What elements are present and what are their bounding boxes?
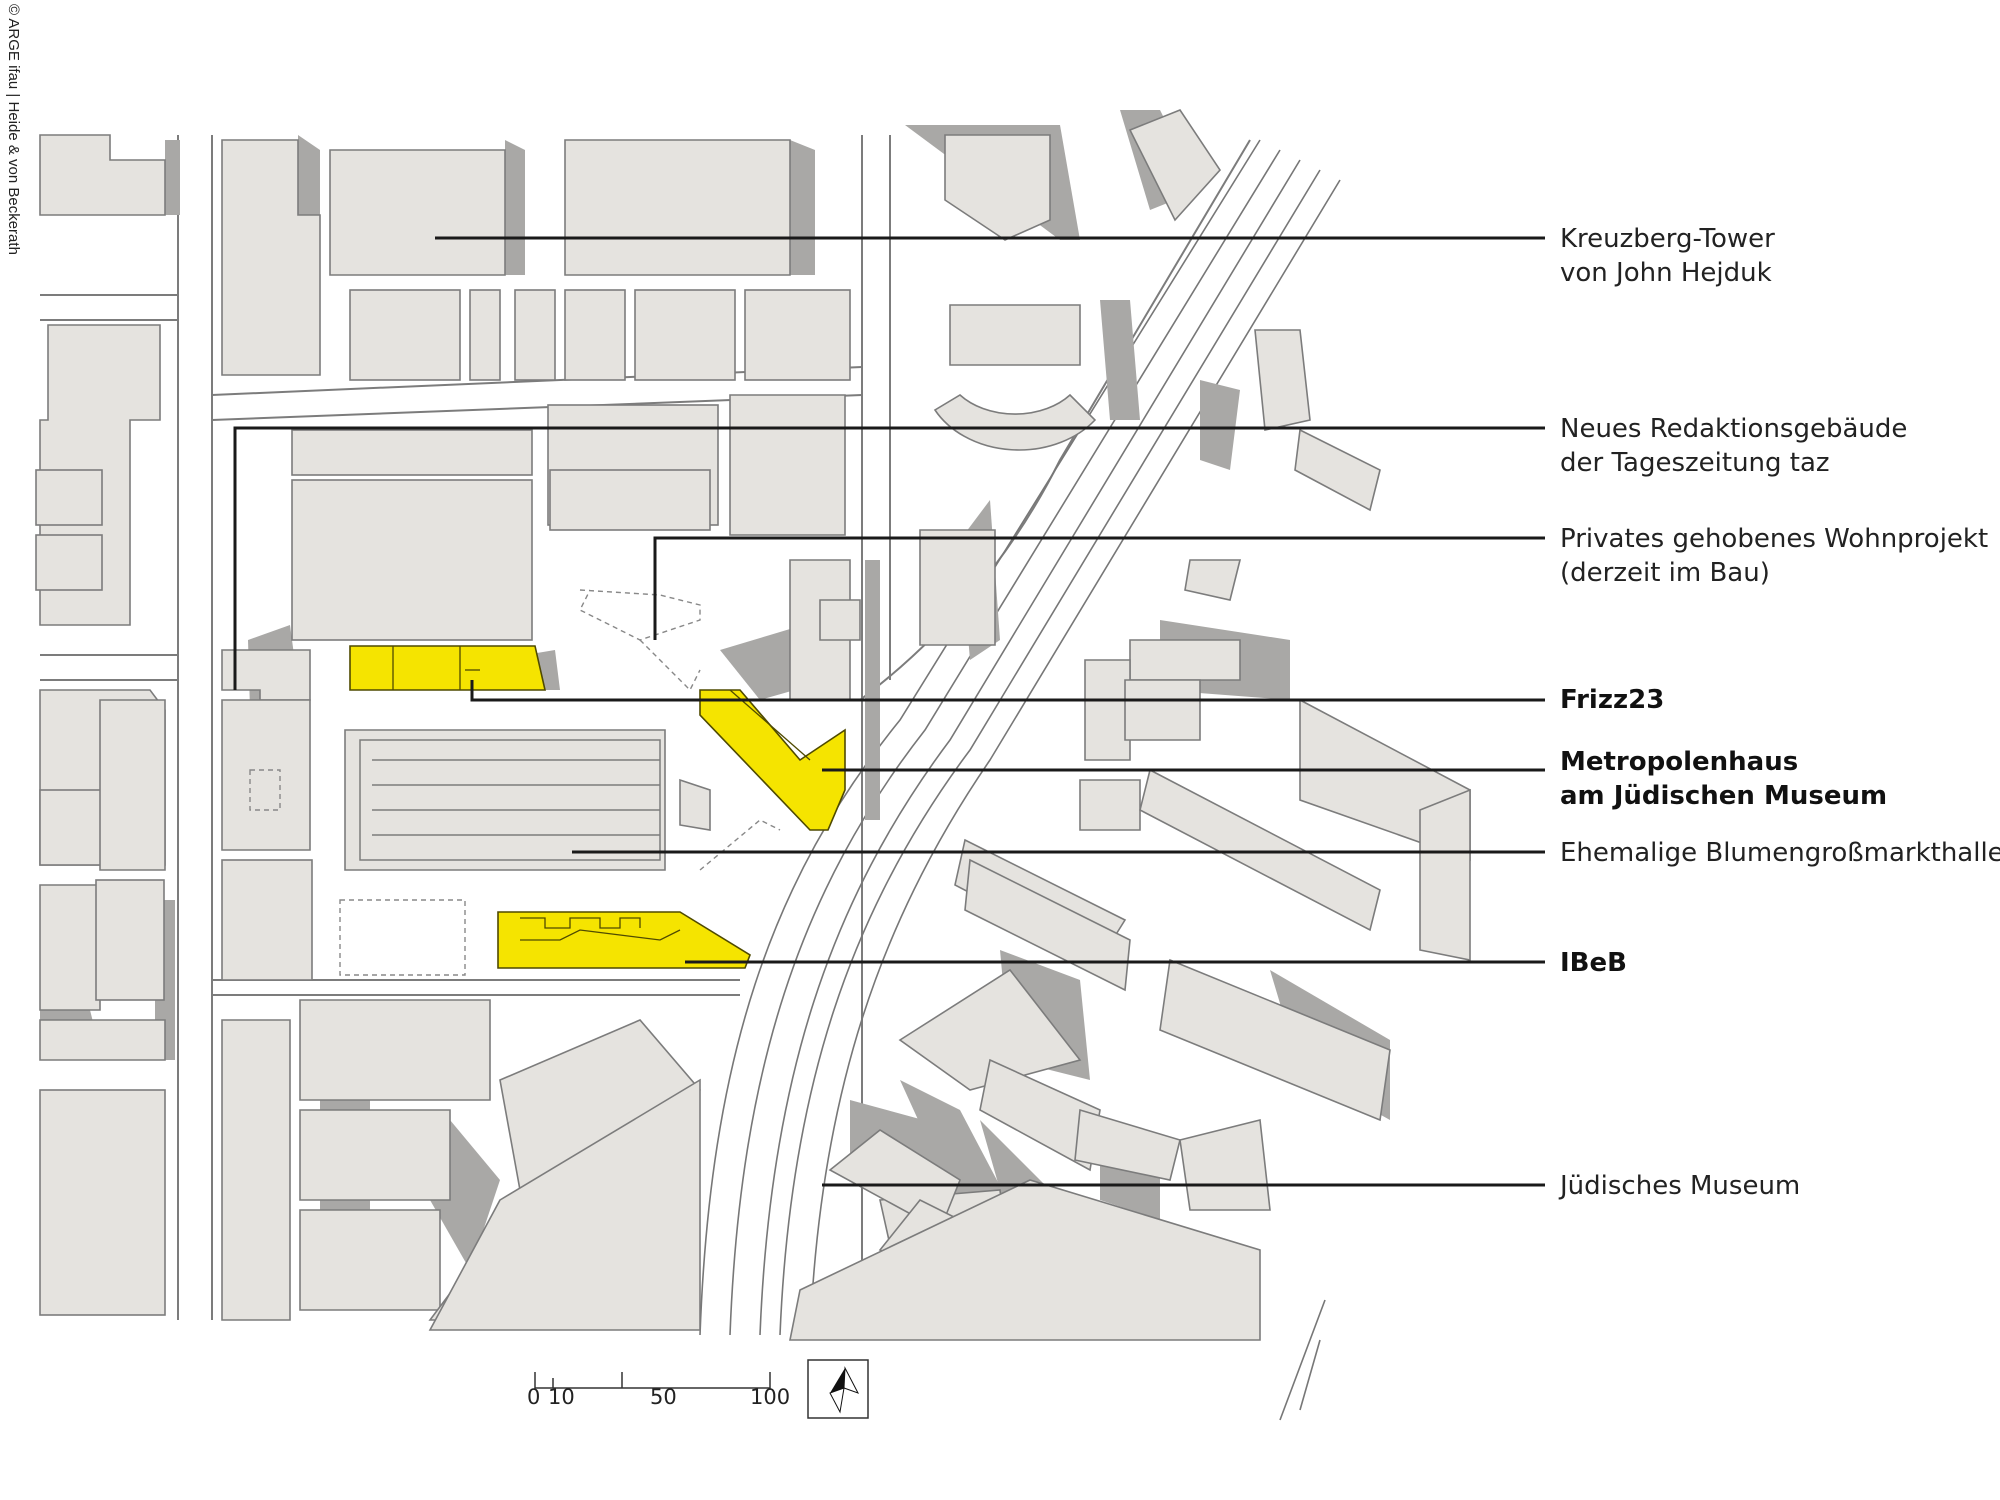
label-line-2: am Jüdischen Museum <box>1560 781 1888 811</box>
label-line-1: Kreuzberg-Tower <box>1560 224 1775 254</box>
scale-tick-50: 50 <box>650 1385 677 1409</box>
scale-tick-10: 10 <box>548 1385 575 1409</box>
north-arrow-icon <box>807 1359 869 1419</box>
label-metropolenhaus: Metropolenhaus am Jüdischen Museum <box>1560 745 1887 813</box>
label-line-1: Frizz23 <box>1560 685 1665 715</box>
label-line-1: Neues Redaktionsgebäude <box>1560 414 1908 444</box>
label-private-housing: Privates gehobenes Wohnprojekt (derzeit … <box>1560 522 1988 590</box>
label-frizz23: Frizz23 <box>1560 683 1664 717</box>
scale-tick-0: 0 <box>527 1385 541 1409</box>
leader-lines <box>233 236 1545 1187</box>
scale-tick-100: 100 <box>750 1385 791 1409</box>
railway <box>699 139 1341 1421</box>
dashed-outlines <box>249 589 781 976</box>
label-line-1: Ehemalige Blumengroßmarkthalle <box>1560 838 2000 868</box>
label-line-2: (derzeit im Bau) <box>1560 558 1770 588</box>
metropolenhaus-building <box>699 689 846 831</box>
label-line-1: Jüdisches Museum <box>1560 1171 1801 1201</box>
frizz23-building <box>349 645 547 691</box>
label-line-2: der Tageszeitung taz <box>1560 448 1830 478</box>
scale-bar <box>534 1372 771 1389</box>
buildings <box>35 109 1471 1341</box>
label-line-1: IBeB <box>1560 948 1627 978</box>
label-ibeb: IBeB <box>1560 946 1627 980</box>
label-taz-building: Neues Redaktionsgebäude der Tageszeitung… <box>1560 412 1907 480</box>
label-line-1: Metropolenhaus <box>1560 747 1799 777</box>
market-hall-roof <box>359 739 661 861</box>
label-jewish-museum: Jüdisches Museum <box>1560 1169 1800 1203</box>
highlighted-projects-outline-details <box>392 646 811 941</box>
label-line-1: Privates gehobenes Wohnprojekt <box>1560 524 1989 554</box>
highlighted-projects <box>349 645 846 969</box>
label-flower-market-hall: Ehemalige Blumengroßmarkthalle <box>1560 836 2000 870</box>
label-kreuzberg-tower: Kreuzberg-Tower von John Hejduk <box>1560 222 1775 290</box>
label-line-2: von John Hejduk <box>1560 258 1772 288</box>
image-credit: © ARGE ifau | Heide & von Beckerath <box>5 4 22 255</box>
